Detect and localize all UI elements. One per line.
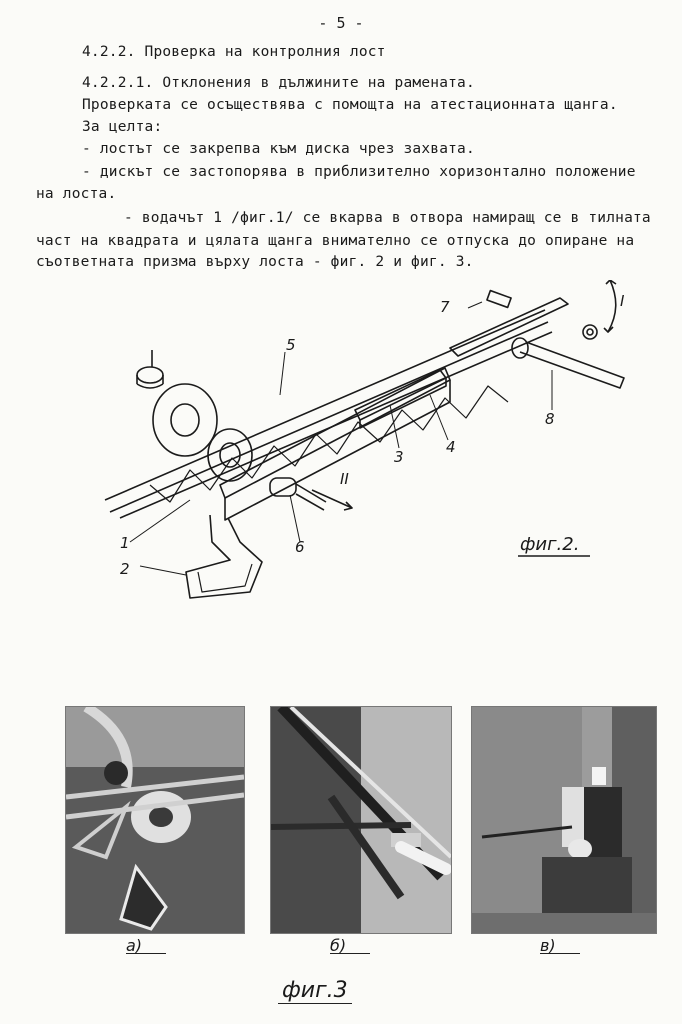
callout-6: 6 [295, 538, 305, 556]
section-heading: 4.2.2. Проверка на контролния лост [82, 44, 386, 60]
body-line: съответната призма върху лоста - фиг. 2 … [36, 254, 474, 270]
body-line: част на квадрата и цялата щанга внимател… [36, 233, 635, 249]
callout-2: 2 [120, 560, 130, 578]
photo-b-caption: б) [330, 936, 370, 955]
callout-1: 1 [120, 534, 130, 552]
body-line: Проверката се осъществява с помощта на а… [82, 97, 618, 113]
list-item: - дискът се застопорява в приблизително … [82, 164, 636, 180]
figure-2-drawing: 1 2 3 4 5 6 7 8 I II фиг.2. [104, 280, 625, 599]
photo-a-caption: а) [126, 936, 166, 955]
figure-3-caption: фиг.3 [278, 978, 352, 1004]
callout-5: 5 [286, 336, 296, 354]
figure-2-caption: фиг.2. [520, 534, 579, 555]
arrow-label-i: I [620, 292, 625, 310]
arrow-label-ii: II [340, 470, 349, 488]
callout-3: 3 [394, 448, 404, 466]
callout-7: 7 [440, 298, 450, 316]
list-item: - водачът 1 /фиг.1/ се вкарва в отвора н… [124, 210, 651, 226]
page-number: - 5 - [318, 14, 364, 32]
body-line: на лоста. [36, 186, 117, 202]
photo-c-caption: в) [540, 936, 580, 955]
photo-c [471, 706, 657, 934]
subsection-heading: 4.2.2.1. Отклонения в дължините на рамен… [82, 75, 475, 91]
list-item: - лостът се закрепва към диска чрез захв… [82, 141, 475, 157]
body-line: За целта: [82, 119, 163, 135]
callout-4: 4 [446, 438, 456, 456]
photo-b [270, 706, 452, 934]
photo-a [65, 706, 245, 934]
callout-8: 8 [545, 410, 555, 428]
